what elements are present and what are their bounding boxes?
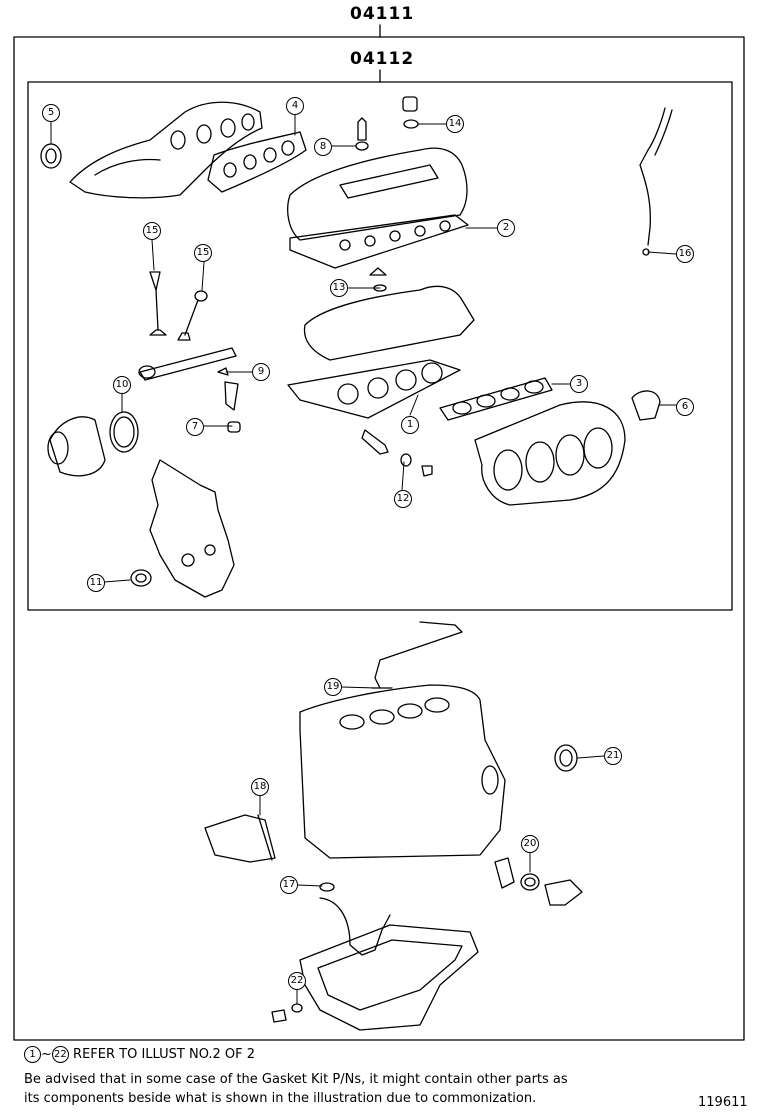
oil-pan-drawing	[271, 924, 479, 1031]
callout-3: 3	[570, 375, 588, 393]
exhaust-seal-drawing	[40, 143, 62, 169]
illustration-number: 119611	[698, 1095, 748, 1110]
head-cover-gasket-drawing	[289, 214, 469, 269]
valve-drawing	[149, 271, 208, 341]
intake-manifold-drawing	[474, 390, 661, 506]
callout-9: 9	[252, 363, 270, 381]
callout-18: 18	[251, 778, 269, 796]
exhaust-manifold-gasket-drawing	[207, 131, 307, 193]
oil-level-gauge-guide-drawing	[371, 621, 463, 689]
ref-end-number: 22	[51, 1046, 69, 1063]
callout-21: 21	[604, 747, 622, 765]
advisory-line-1: Be advised that in some case of the Gask…	[24, 1072, 568, 1087]
refer-note: 1~22 REFER TO ILLUST NO.2 OF 2	[24, 1046, 255, 1063]
callout-1: 1	[401, 416, 419, 434]
kit-outer-part-number: 04111	[350, 4, 415, 24]
camshaft-drawing	[138, 347, 241, 433]
callout-6: 6	[676, 398, 694, 416]
callout-15-a: 15	[143, 222, 161, 240]
advisory-line-2: its components beside what is shown in t…	[24, 1091, 537, 1106]
callout-leaders	[50, 114, 677, 1005]
callout-12: 12	[394, 490, 412, 508]
head-gasket-drawing	[287, 359, 461, 477]
callout-4: 4	[286, 97, 304, 115]
cylinder-head-drawing	[303, 267, 475, 361]
callout-22: 22	[288, 972, 306, 990]
oil-strainer-drawing	[319, 882, 391, 956]
callout-19: 19	[324, 678, 342, 696]
callout-17: 17	[280, 876, 298, 894]
engine-block-drawing	[299, 684, 506, 859]
oil-filter-bracket-drawing	[494, 857, 583, 906]
exhaust-manifold-drawing	[69, 101, 263, 199]
ref-tilde: ~	[41, 1047, 52, 1062]
callout-10: 10	[113, 376, 131, 394]
head-cover-drawing	[287, 147, 468, 241]
callout-8: 8	[314, 138, 332, 156]
intake-gasket-drawing	[439, 377, 553, 421]
callout-5: 5	[42, 104, 60, 122]
oil-seal-rear-drawing	[554, 744, 578, 772]
ref-start-number: 1	[24, 1046, 41, 1063]
ref-text: REFER TO ILLUST NO.2 OF 2	[73, 1047, 256, 1062]
callout-11: 11	[87, 574, 105, 592]
oil-seal-retainer-drawing	[204, 814, 276, 863]
callout-2: 2	[497, 219, 515, 237]
dipstick-guide-drawing	[639, 107, 673, 256]
breather-plug-drawing	[355, 96, 419, 151]
water-pump-drawing	[47, 411, 139, 477]
kit-boundaries	[13, 24, 745, 1041]
callout-15-b: 15	[194, 244, 212, 262]
callout-16: 16	[676, 245, 694, 263]
callout-20: 20	[521, 835, 539, 853]
callout-13: 13	[330, 279, 348, 297]
kit-inner-part-number: 04112	[350, 49, 415, 69]
callout-14: 14	[446, 115, 464, 133]
callout-7: 7	[186, 418, 204, 436]
timing-cover-drawing	[130, 459, 235, 598]
